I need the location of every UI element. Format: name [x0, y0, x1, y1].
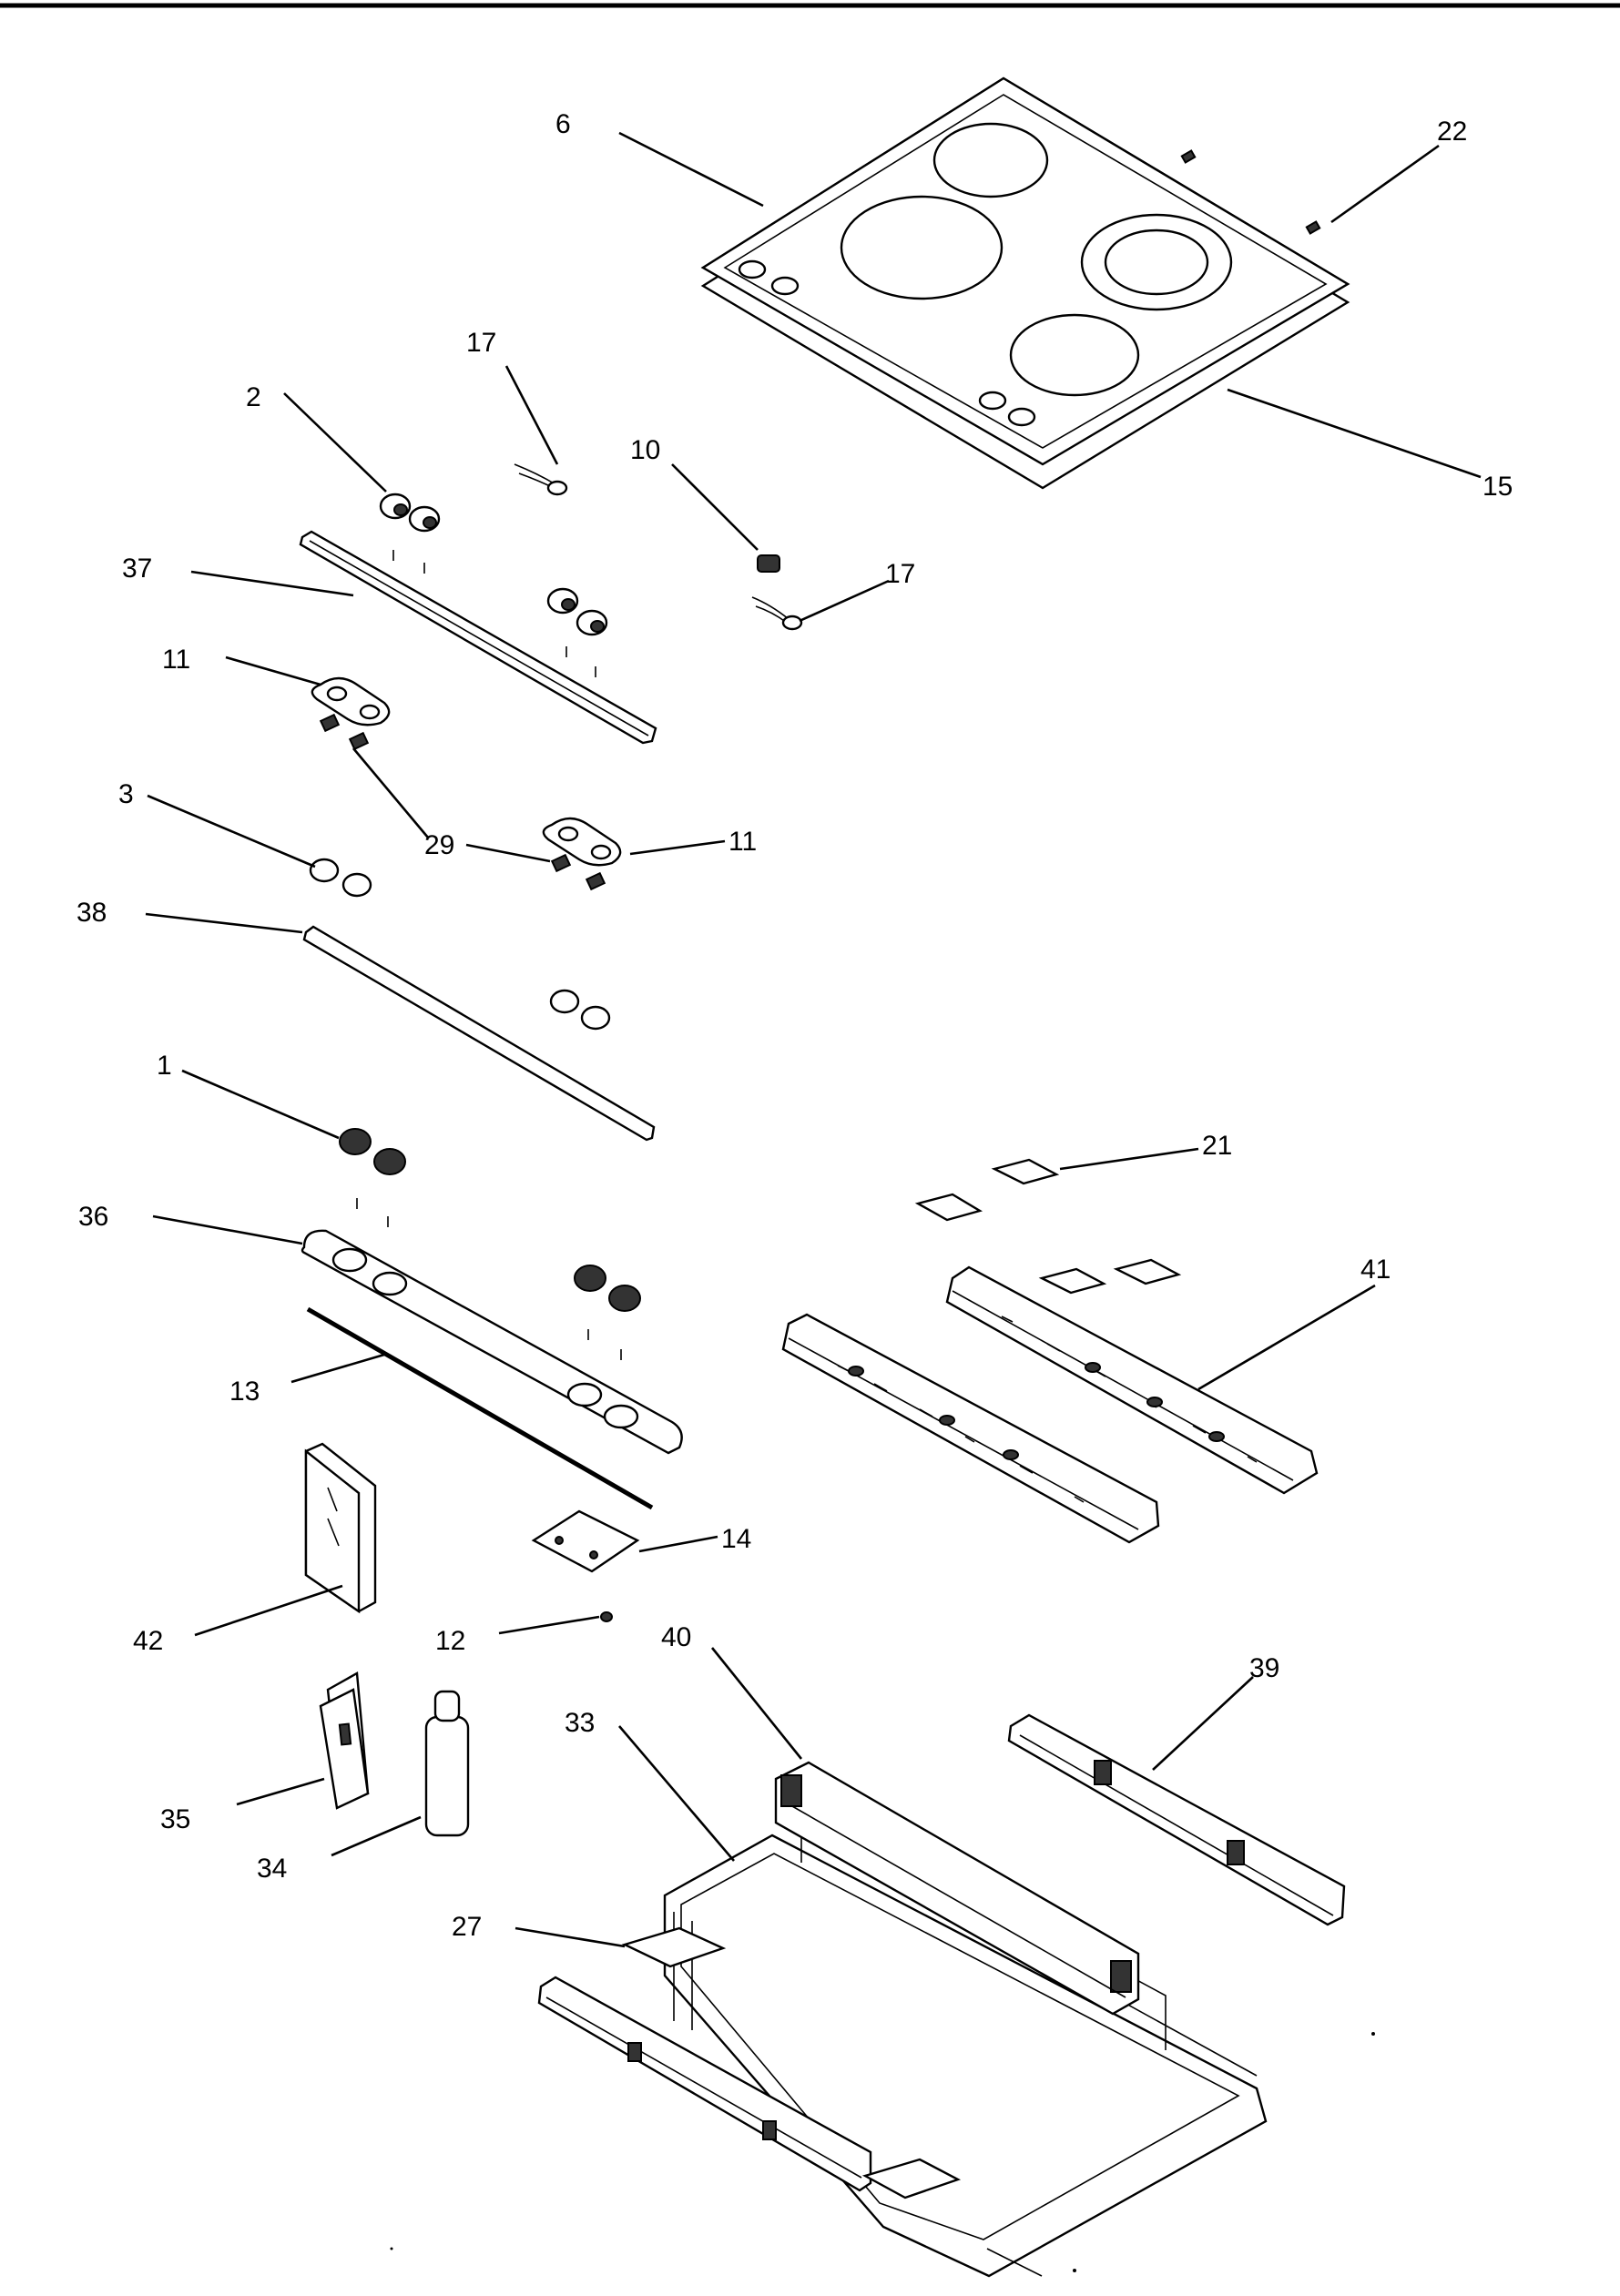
scan-specks	[390, 2032, 1375, 2272]
callout-27: 27	[452, 1912, 482, 1942]
part-switch-10	[757, 554, 780, 573]
part-clips-29	[319, 713, 606, 891]
callout-34: 34	[257, 1854, 287, 1884]
part-pads-27	[621, 1926, 962, 2199]
callout-40: 40	[661, 1622, 691, 1652]
part-sensor-17-lower	[751, 596, 803, 631]
callout-13: 13	[229, 1377, 260, 1407]
part-support-rail-41-right	[945, 1265, 1319, 1495]
part-bracket-11-lower	[542, 817, 622, 867]
callout-29: 29	[424, 830, 454, 860]
callout-14: 14	[721, 1524, 751, 1554]
callout-36: 36	[78, 1202, 108, 1232]
part-seal-13	[306, 1306, 654, 1510]
part-support-rail-41-left	[781, 1313, 1160, 1544]
part-control-panel-36	[301, 1229, 683, 1455]
callout-38: 38	[76, 898, 107, 928]
callout-10: 10	[630, 435, 660, 465]
part-side-rail-39	[1007, 1713, 1346, 1926]
part-manual-42	[304, 1442, 377, 1614]
callout-12: 12	[435, 1626, 465, 1656]
part-back-panel-40	[774, 1761, 1140, 2016]
callout-11-lower: 11	[728, 827, 757, 857]
part-clips-22	[1180, 149, 1321, 235]
callout-22: 22	[1437, 117, 1467, 147]
part-bracket-11-upper	[311, 676, 391, 726]
callout-1: 1	[157, 1051, 172, 1081]
callout-41: 41	[1360, 1255, 1391, 1285]
callout-42: 42	[133, 1626, 163, 1656]
callout-17-upper: 17	[466, 328, 496, 358]
part-sensor-17-upper	[514, 463, 568, 496]
part-cooktop-frame	[700, 76, 1350, 490]
callout-21: 21	[1202, 1131, 1232, 1161]
part-tabs-21	[914, 1158, 1182, 1295]
part-cleaner-pack-35	[319, 1671, 370, 1810]
callout-17-lower: 17	[885, 559, 915, 589]
part-trim-38	[302, 925, 656, 1142]
part-bottle-34	[424, 1690, 470, 1837]
callout-11-upper: 11	[162, 645, 190, 675]
callout-33: 33	[565, 1708, 595, 1738]
part-trim-37	[299, 530, 657, 745]
part-knobs-2	[379, 493, 608, 677]
callout-3: 3	[118, 779, 134, 809]
part-plate-14	[531, 1509, 640, 1573]
part-screw-12	[600, 1611, 613, 1622]
part-knobs-3	[309, 858, 611, 1031]
leader-lines	[145, 131, 1482, 1948]
callout-labels: 6 22 17 2 10 15 37 17 11 29 11 3 38 1 21…	[76, 109, 1513, 1942]
callout-35: 35	[160, 1804, 190, 1834]
callout-6: 6	[555, 109, 571, 139]
callout-39: 39	[1249, 1653, 1279, 1683]
callout-2: 2	[246, 382, 261, 412]
part-front-rail	[537, 1976, 872, 2192]
callout-15: 15	[1482, 472, 1513, 502]
callout-37: 37	[122, 554, 152, 584]
part-knobs-1	[339, 1128, 641, 1360]
